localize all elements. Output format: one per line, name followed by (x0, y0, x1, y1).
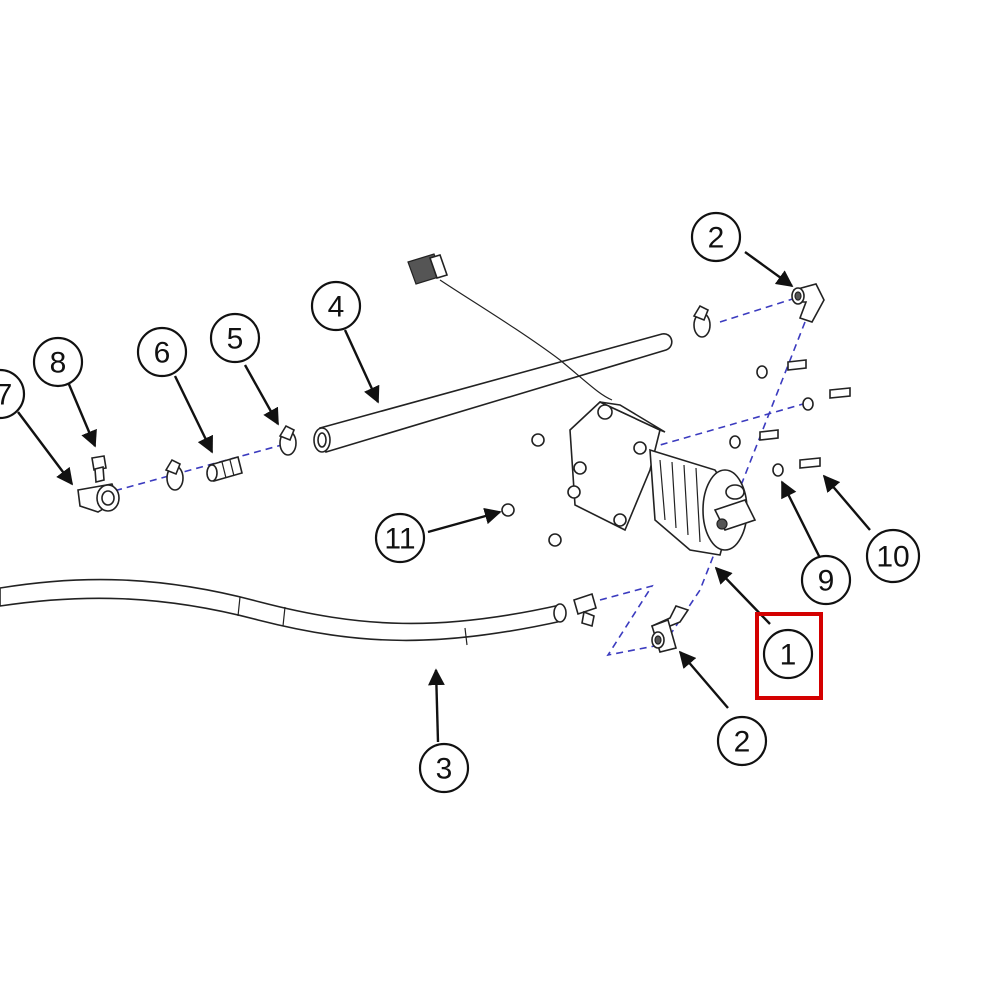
callout-11[interactable]: 11 (374, 512, 426, 564)
elbow-fitting-part-2-bottom (650, 605, 690, 653)
nipple-fitting-part-6 (206, 456, 243, 482)
callout-label: 2 (734, 726, 751, 759)
callout-label: 10 (876, 541, 909, 574)
bolts-part-10 (759, 359, 851, 469)
callout-5[interactable]: 5 (209, 312, 261, 364)
callout-label: 9 (818, 565, 835, 598)
callout-6[interactable]: 6 (136, 326, 188, 378)
hose-part-3 (0, 578, 597, 646)
callout-3[interactable]: 3 (418, 742, 470, 794)
callout-7[interactable]: 7 (0, 368, 26, 420)
callout-8[interactable]: 8 (32, 336, 84, 388)
highlight-box (755, 612, 823, 700)
pump-motor-part-1 (567, 401, 757, 556)
callout-label: 3 (436, 753, 453, 786)
nuts-part-11 (501, 433, 562, 547)
hose-clamp-part-5 (278, 424, 297, 456)
callout-label: 2 (708, 222, 725, 255)
hose-clamp-left (164, 458, 184, 491)
callout-label: 7 (0, 379, 12, 412)
hose-clamp-top (692, 304, 711, 338)
callout-label: 4 (328, 291, 345, 324)
callout-4[interactable]: 4 (310, 280, 362, 332)
callout-label: 6 (154, 337, 171, 370)
callout-label: 1 (780, 639, 797, 672)
callout-label: 5 (227, 323, 244, 356)
callout-2-top[interactable]: 2 (690, 211, 742, 263)
tube-part-4 (313, 333, 673, 454)
valve-part-7 (77, 483, 120, 513)
callout-1[interactable]: 1 (762, 628, 814, 680)
callout-label: 8 (50, 347, 67, 380)
screw-part-8 (91, 455, 107, 484)
callout-2-bottom[interactable]: 2 (716, 715, 768, 767)
callout-label: 11 (384, 523, 415, 556)
wire-harness (407, 253, 613, 401)
callout-10[interactable]: 10 (865, 528, 921, 584)
elbow-fitting-part-2-top (791, 283, 825, 323)
washers-part-9 (729, 365, 814, 477)
callout-9[interactable]: 9 (800, 554, 852, 606)
